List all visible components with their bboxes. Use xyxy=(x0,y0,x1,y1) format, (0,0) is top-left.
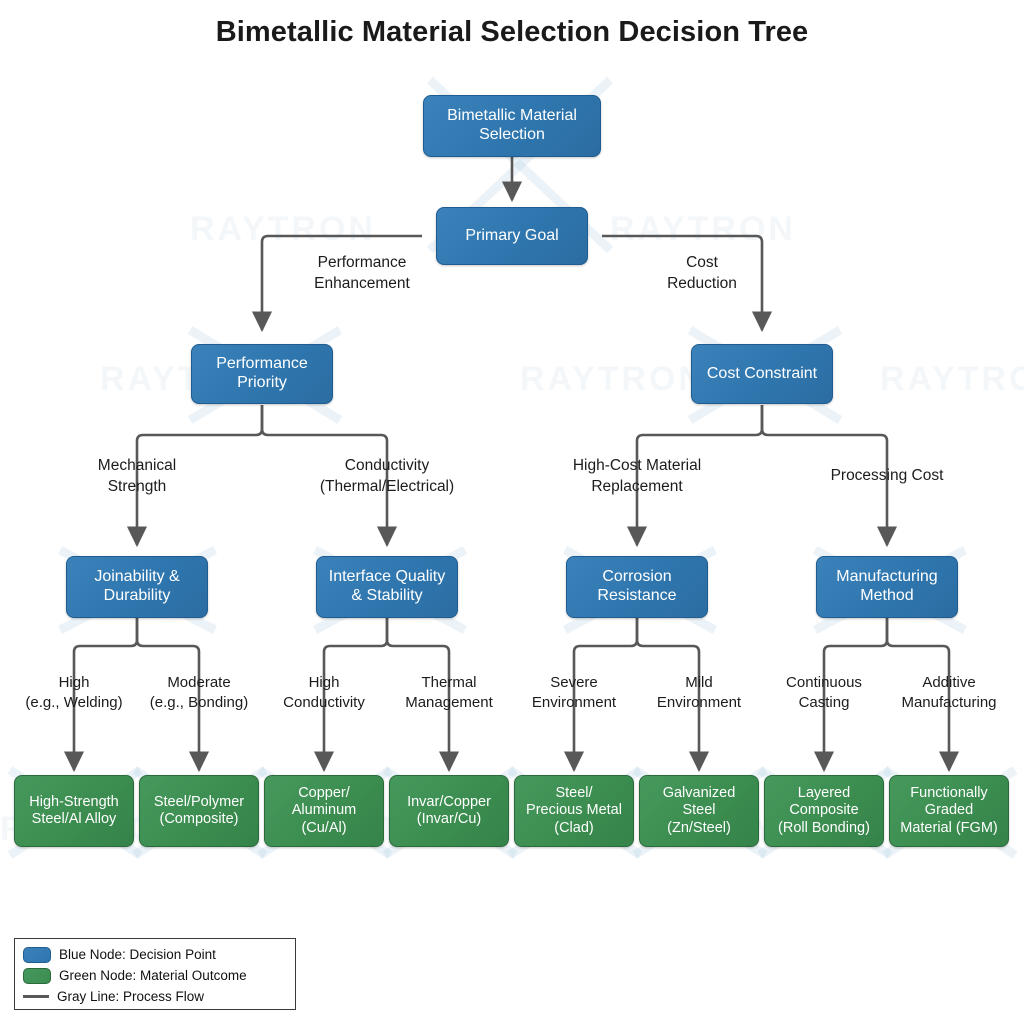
node-corrosion-resistance[interactable]: Corrosion Resistance xyxy=(566,556,708,618)
legend-label-gray-line: Gray Line: Process Flow xyxy=(57,989,205,1004)
node-bimetallic-material-selection[interactable]: Bimetallic Material Selection xyxy=(423,95,601,157)
node-outcome-high-strength-steel-al-alloy[interactable]: High-Strength Steel/Al Alloy xyxy=(14,775,134,847)
edge-label-moderate-bonding: Moderate (e.g., Bonding) xyxy=(149,674,249,712)
legend-item-blue-node: Blue Node: Decision Point xyxy=(23,944,287,965)
edge-label-high-conductivity: High Conductivity xyxy=(283,674,365,712)
edge-label-additive-manufacturing: Additive Manufacturing xyxy=(901,674,997,712)
legend: Blue Node: Decision Point Green Node: Ma… xyxy=(14,938,296,1010)
edge-label-processing-cost: Processing Cost xyxy=(830,467,944,484)
node-interface-quality-stability[interactable]: Interface Quality & Stability xyxy=(316,556,458,618)
node-outcome-steel-polymer-composite[interactable]: Steel/Polymer (Composite) xyxy=(139,775,259,847)
node-joinability-durability[interactable]: Joinability & Durability xyxy=(66,556,208,618)
edge-label-performance-enhancement: Performance Enhancement xyxy=(314,254,410,292)
legend-item-green-node: Green Node: Material Outcome xyxy=(23,965,287,986)
edge-label-cost-reduction: Cost Reduction xyxy=(667,254,737,292)
page-title: Bimetallic Material Selection Decision T… xyxy=(215,16,809,48)
node-outcome-galvanized-steel[interactable]: Galvanized Steel (Zn/Steel) xyxy=(639,775,759,847)
node-outcome-steel-precious-metal-clad[interactable]: Steel/ Precious Metal (Clad) xyxy=(514,775,634,847)
node-manufacturing-method[interactable]: Manufacturing Method xyxy=(816,556,958,618)
green-node-swatch xyxy=(23,967,51,984)
legend-label-blue-node: Blue Node: Decision Point xyxy=(59,947,216,962)
gray-line-swatch xyxy=(23,995,49,998)
edge-label-severe-environment: Severe Environment xyxy=(531,674,617,712)
edge-label-mild-environment: Mild Environment xyxy=(656,674,742,712)
legend-item-gray-line: Gray Line: Process Flow xyxy=(23,986,287,1007)
node-outcome-copper-aluminum[interactable]: Copper/ Aluminum (Cu/Al) xyxy=(264,775,384,847)
edge-label-conductivity: Conductivity (Thermal/Electrical) xyxy=(319,457,455,495)
node-outcome-invar-copper[interactable]: Invar/Copper (Invar/Cu) xyxy=(389,775,509,847)
blue-node-swatch xyxy=(23,946,51,963)
edge-label-high-welding: High (e.g., Welding) xyxy=(25,674,123,712)
edge-label-thermal-management: Thermal Management xyxy=(405,674,493,712)
node-outcome-layered-composite-roll-bonding[interactable]: Layered Composite (Roll Bonding) xyxy=(764,775,884,847)
node-performance-priority[interactable]: Performance Priority xyxy=(191,344,333,404)
edge-label-continuous-casting: Continuous Casting xyxy=(786,674,862,712)
node-primary-goal[interactable]: Primary Goal xyxy=(436,207,588,265)
legend-label-green-node: Green Node: Material Outcome xyxy=(59,968,247,983)
node-outcome-functionally-graded-material[interactable]: Functionally Graded Material (FGM) xyxy=(889,775,1009,847)
edge-label-mechanical-strength: Mechanical Strength xyxy=(97,457,177,495)
node-cost-constraint[interactable]: Cost Constraint xyxy=(691,344,833,404)
edge-label-high-cost-material-replacement: High-Cost Material Replacement xyxy=(572,457,702,495)
